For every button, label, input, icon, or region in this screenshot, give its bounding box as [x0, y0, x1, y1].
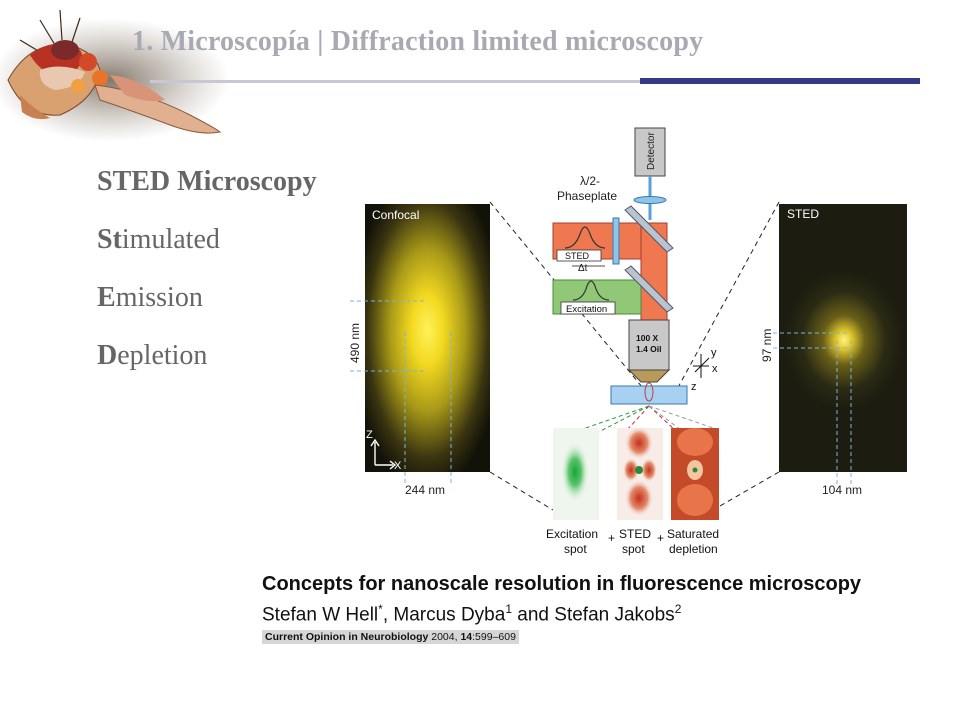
- dichroic-mirror-top: [624, 205, 674, 253]
- confocal-label: Confocal: [372, 208, 419, 222]
- author-1-mark: *: [378, 602, 383, 616]
- biology-logo-image: [0, 9, 230, 142]
- dichroic-mirror-bottom: [624, 265, 674, 313]
- delta-t-label: Δt: [578, 263, 588, 274]
- sted-heading: STED Microscopy: [97, 166, 317, 197]
- title-underline: [150, 80, 680, 83]
- excitation-spot-label-1: Excitation: [546, 527, 598, 541]
- phaseplate-label-1: λ/2-: [580, 174, 600, 188]
- sted-guides: [773, 332, 852, 484]
- journal-name: Current Opinion in Neurobiology: [265, 631, 429, 644]
- sted-beam-label: STED: [565, 251, 590, 261]
- sted-psf-image: [784, 270, 904, 410]
- acronym-letters: St: [97, 224, 122, 255]
- excitation-beam-label: Excitation: [566, 304, 607, 315]
- paper-authors: Stefan W Hell*, Marcus Dyba1 and Stefan …: [262, 598, 912, 626]
- journal-year: 2004,: [428, 631, 461, 644]
- journal-reference: Current Opinion in Neurobiology 2004, 14…: [262, 630, 519, 645]
- sted-pulse-icon: [564, 226, 606, 249]
- list-item-stimulated: Stimulated: [97, 218, 367, 276]
- plus-sign-1: +: [608, 531, 615, 545]
- phaseplate: [612, 217, 620, 265]
- author-3: Stefan Jakobs: [554, 604, 675, 626]
- journal-volume: 14: [460, 631, 473, 644]
- acronym-letters: E: [97, 282, 116, 313]
- axis-x-label: X: [394, 460, 402, 472]
- excitation-pulse-icon: [572, 280, 610, 301]
- title-accent-bar: [640, 78, 920, 84]
- author-1: Stefan W Hell: [262, 604, 379, 626]
- author-2-mark: 1: [505, 602, 512, 616]
- paper-citation: Concepts for nanoscale resolution in flu…: [262, 572, 912, 645]
- word-rest: imulated: [121, 224, 220, 255]
- sted-schematic: Confocal 490 nm 244 nm Z X STED: [348, 127, 907, 556]
- saturated-label-1: Saturated: [667, 527, 719, 541]
- author-2: Marcus Dyba: [393, 604, 506, 626]
- confocal-guides: [350, 300, 452, 483]
- confocal-psf-image: [365, 204, 490, 472]
- sted-height-label: 97 nm: [760, 329, 774, 362]
- sted-label: STED: [787, 207, 819, 221]
- excitation-spot-label-2: spot: [564, 542, 587, 556]
- paper-title: Concepts for nanoscale resolution in flu…: [262, 573, 862, 595]
- connector-lines: [489, 201, 780, 511]
- sted-width-label: 104 nm: [822, 483, 862, 497]
- excitation-spot: [561, 442, 589, 502]
- saturated-label-2: depletion: [669, 542, 718, 556]
- detector-box: [634, 127, 666, 177]
- plus-sign-2: +: [657, 531, 664, 545]
- coord-y-label: y: [711, 347, 717, 359]
- objective-label-1: 100 X: [636, 333, 659, 343]
- journal-pages: :599–609: [472, 631, 516, 644]
- objective-label-2: 1.4 Oil: [636, 344, 662, 354]
- sted-spot-label-2: spot: [622, 542, 645, 556]
- axis-indicator: [370, 438, 397, 470]
- objective-lens: [628, 319, 670, 371]
- sample-slide: [610, 385, 688, 405]
- detector-lens: [633, 196, 667, 204]
- phaseplate-label-2: Phaseplate: [557, 189, 617, 203]
- sted-figure: Confocal 490 nm 244 nm Z X STED: [335, 120, 915, 565]
- list-item-depletion: Depletion: [97, 334, 367, 392]
- sted-acronym-list: STED Microscopy Stimulated Emission Depl…: [97, 160, 367, 392]
- saturated-spot-center: [692, 467, 698, 473]
- author-3-mark: 2: [674, 602, 682, 616]
- coord-x-label: x: [712, 363, 718, 375]
- sted-spot-label-1: STED: [619, 527, 651, 541]
- sted-spot-center: [635, 466, 643, 474]
- slide-title: 1. Microscopía | Diffraction limited mic…: [132, 26, 704, 57]
- sted-beam-tag: [556, 249, 602, 262]
- author-and: and: [512, 604, 555, 626]
- coord-z-label: z: [691, 381, 697, 393]
- list-item-emission: Emission: [97, 276, 367, 334]
- confocal-height-label: 490 nm: [348, 323, 362, 363]
- author-separator: ,: [382, 604, 394, 626]
- confocal-width-label: 244 nm: [405, 483, 445, 497]
- word-rest: epletion: [117, 340, 208, 371]
- word-rest: mission: [115, 282, 203, 313]
- coordinate-axes-icon: [693, 354, 710, 378]
- acronym-letters: D: [97, 340, 118, 371]
- detector-label: Detector: [646, 132, 657, 170]
- axis-z-label: Z: [366, 429, 373, 441]
- focal-spot: [644, 382, 654, 402]
- excitation-beam-tag: [560, 301, 616, 315]
